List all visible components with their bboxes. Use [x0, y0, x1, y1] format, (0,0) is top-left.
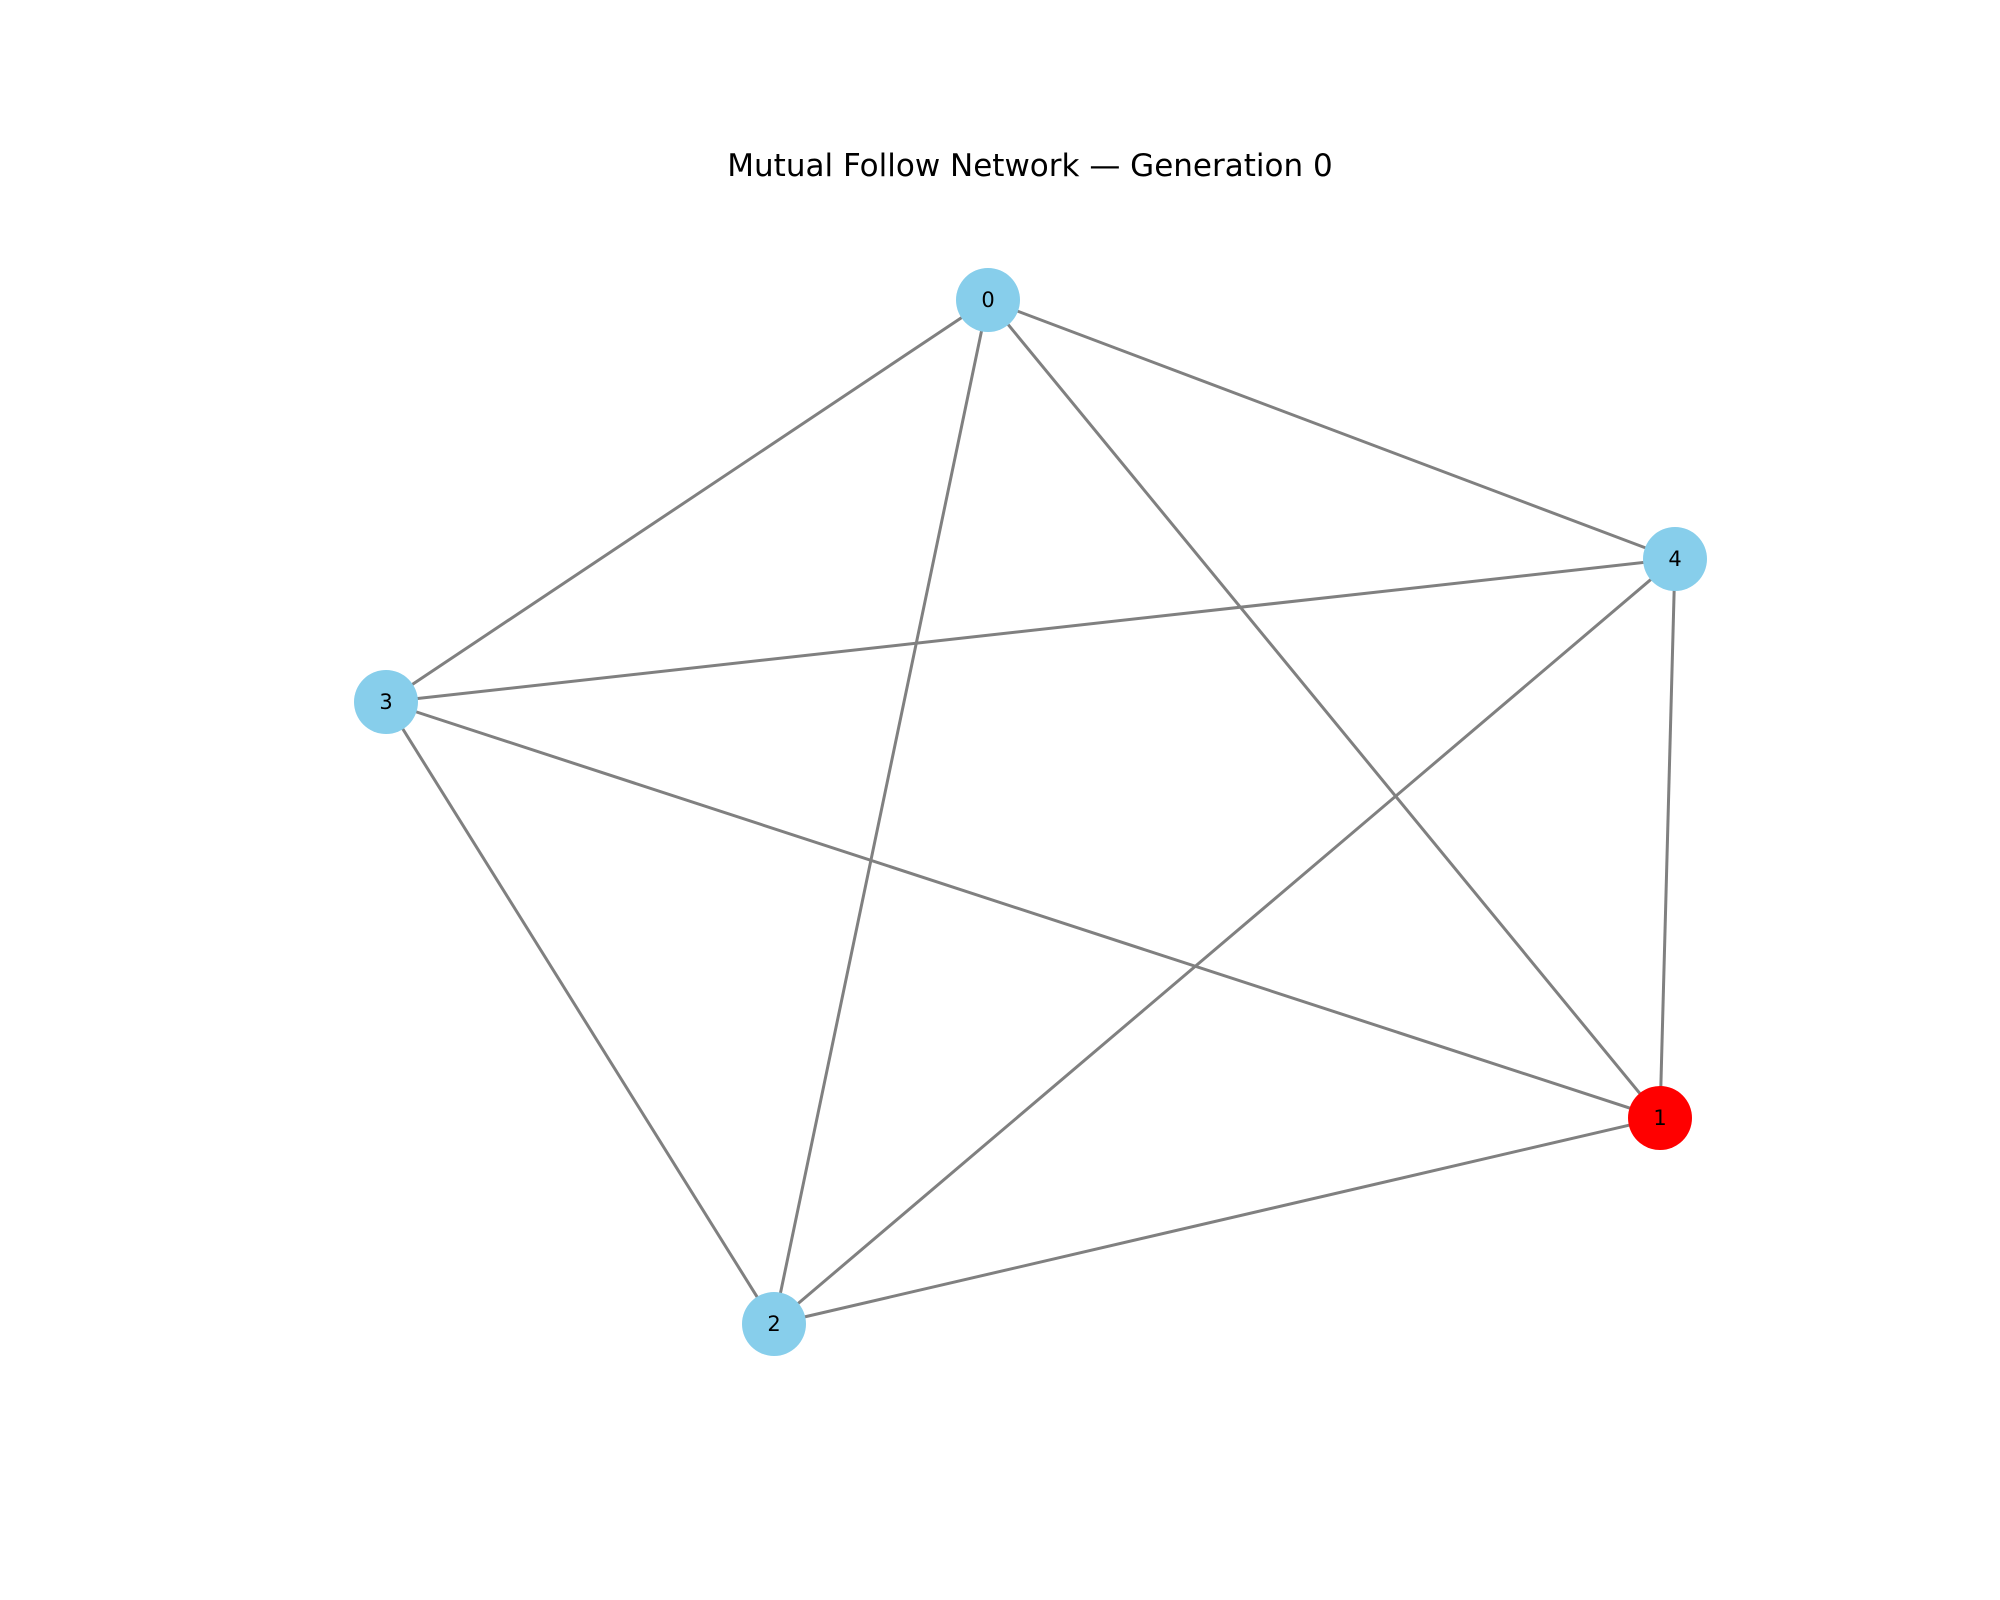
edges-layer: [384, 298, 1677, 1326]
node-0: 0: [956, 268, 1020, 332]
edge-4-2: [773, 557, 1676, 1326]
node-label-1: 1: [1653, 1106, 1666, 1130]
edge-3-1: [385, 700, 1661, 1120]
edge-0-4: [987, 298, 1676, 561]
nodes-layer: 0 1 2 3 4: [354, 268, 1707, 1356]
node-4: 4: [1643, 527, 1707, 591]
node-circle-2: [742, 1292, 806, 1356]
diagram-title: Mutual Follow Network — Generation 0: [727, 148, 1332, 184]
node-1: 1: [1628, 1086, 1692, 1150]
node-label-0: 0: [981, 288, 994, 312]
edge-0-3: [385, 298, 989, 704]
node-label-4: 4: [1668, 547, 1681, 571]
edge-4-1: [1658, 558, 1677, 1119]
edge-0-2: [772, 299, 990, 1325]
edge-3-2: [384, 701, 776, 1325]
edge-3-4: [385, 557, 1676, 704]
node-3: 3: [354, 670, 418, 734]
node-label-2: 2: [767, 1312, 780, 1336]
node-circle-4: [1643, 527, 1707, 591]
node-circle-0: [956, 268, 1020, 332]
node-circle-3: [354, 670, 418, 734]
node-2: 2: [742, 1292, 806, 1356]
node-label-3: 3: [379, 690, 392, 714]
node-circle-1: [1628, 1086, 1692, 1150]
edge-2-1: [773, 1116, 1661, 1326]
edge-0-1: [986, 299, 1662, 1119]
